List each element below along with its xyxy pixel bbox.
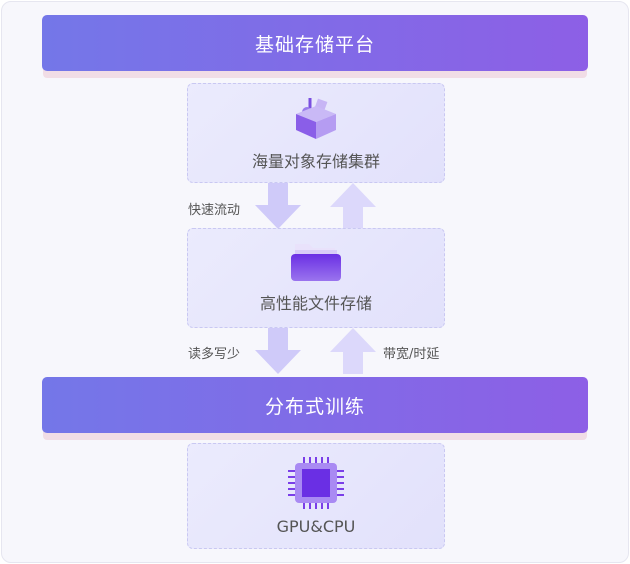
bar-label: 分布式训练 — [264, 395, 365, 418]
box-label: 高性能文件存储 — [259, 294, 372, 313]
distributed-training-bar: 分布式训练 — [42, 377, 588, 433]
chip-icon — [288, 456, 344, 509]
gpu-cpu-box: GPU&CPU — [187, 443, 445, 549]
up-arrow-icon — [330, 328, 376, 374]
fast-flow-label: 快速流动 — [188, 203, 241, 218]
basic-storage-platform-bar: 基础存储平台 — [42, 15, 588, 71]
folder-icon — [291, 244, 341, 281]
box-label: 海量对象存储集群 — [251, 152, 380, 171]
box-label: GPU&CPU — [276, 516, 356, 536]
bandwidth-latency-label: 带宽/时延 — [383, 347, 440, 362]
object-storage-cluster-box: 海量对象存储集群 — [187, 83, 445, 183]
package-icon — [296, 98, 336, 139]
down-arrow-icon — [255, 183, 301, 229]
high-performance-file-storage-box: 高性能文件存储 — [187, 228, 445, 328]
down-arrow-icon — [255, 328, 301, 374]
bar-label: 基础存储平台 — [254, 33, 375, 56]
up-arrow-icon — [330, 183, 376, 229]
read-heavy-label: 读多写少 — [188, 347, 241, 362]
